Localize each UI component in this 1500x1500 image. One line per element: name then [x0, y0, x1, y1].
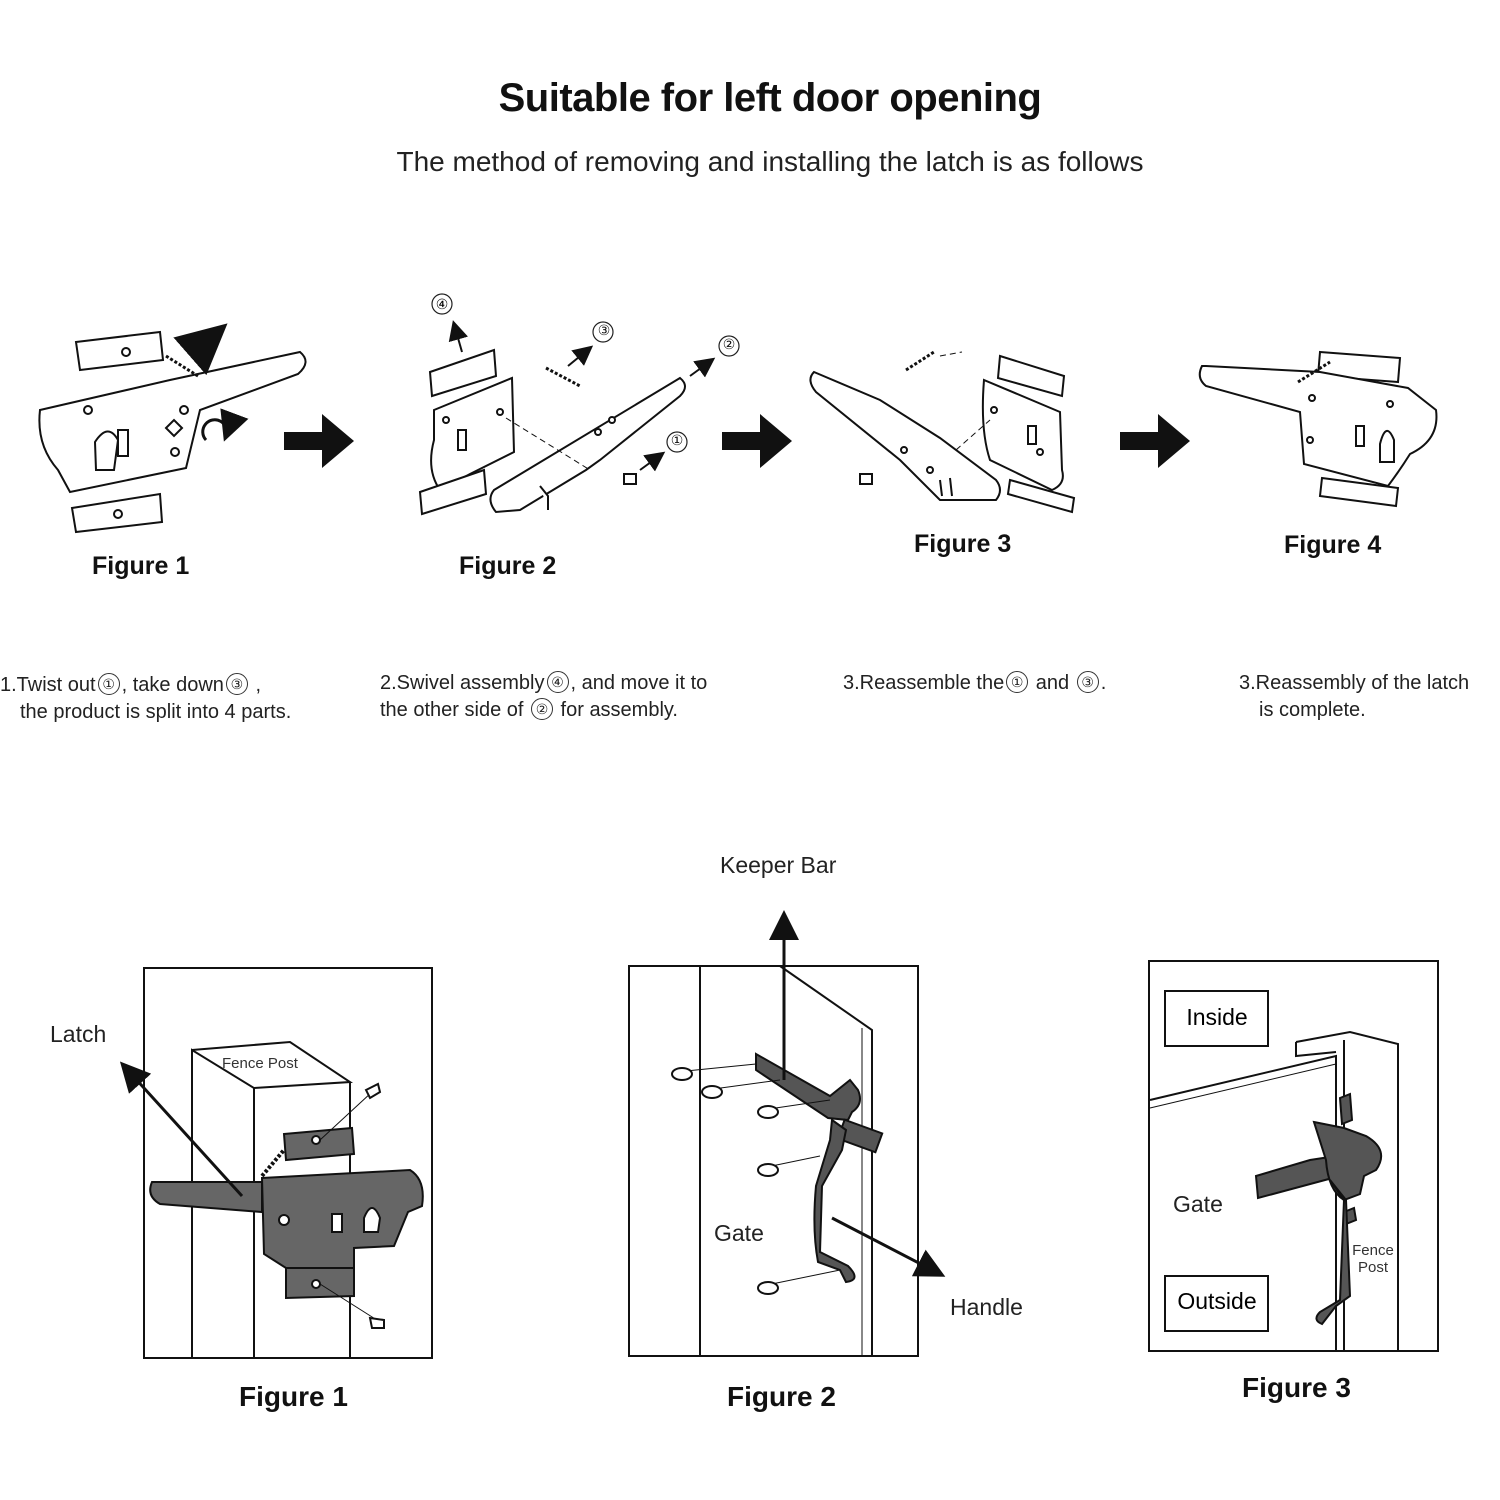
part-number-2-marker — [718, 335, 740, 357]
part-number-3-inline: ③ — [225, 673, 248, 695]
right-arrow-icon — [284, 414, 354, 468]
top-figure-1-label: Figure 1 — [92, 552, 190, 580]
bottom-figure-2-drawing — [628, 910, 946, 1357]
part-number-1-inline: ① — [97, 673, 120, 695]
latch-callout: Latch — [50, 1021, 107, 1047]
part-number-3-marker — [592, 321, 614, 343]
page-title: Suitable for left door opening — [498, 76, 1042, 120]
bottom-figure-1-drawing — [119, 967, 433, 1359]
part-number-3-inline-b: ③ — [1076, 671, 1099, 693]
right-arrow-icon — [722, 414, 792, 468]
top-figure-4-label: Figure 4 — [1284, 531, 1382, 559]
bottom-figure-1-label: Figure 1 — [239, 1381, 348, 1412]
step-4-line-2: is complete. — [1259, 699, 1366, 721]
part-number-2-text: ② — [722, 336, 736, 352]
step-3-part-c: . — [1100, 672, 1107, 694]
bottom-figure-3-drawing — [1148, 960, 1439, 1352]
fence-post-label-line1: Fence — [1352, 1242, 1394, 1259]
step-1-part-c: , — [249, 674, 262, 696]
gate-label-figure-2: Gate — [714, 1220, 764, 1246]
part-number-4-inline: ④ — [546, 671, 569, 693]
step-3-part-b: and — [1030, 672, 1075, 694]
step-2-part-d: for assembly. — [554, 699, 678, 721]
top-figure-3-drawing — [809, 350, 1076, 514]
part-number-2-inline: ② — [530, 698, 553, 720]
part-number-1-text: ① — [670, 432, 684, 448]
gate-label-figure-3: Gate — [1173, 1191, 1223, 1217]
step-4-line-1: 3.Reassembly of the latch — [1239, 672, 1470, 694]
right-arrow-icon — [1120, 414, 1190, 468]
step-1-part-b: , take down — [121, 674, 224, 696]
fence-post-label: Fence Post — [222, 1055, 299, 1072]
step-2-part-a: 2.Swivel assembly — [380, 672, 545, 694]
step-1-part-a: 1.Twist out — [0, 674, 96, 696]
part-number-4-text: ④ — [436, 296, 449, 312]
step-1-line-2: the product is split into 4 parts. — [20, 701, 292, 723]
step-4-text: 3.Reassembly of the latch is complete. — [1239, 670, 1469, 724]
keeper-bar-callout: Keeper Bar — [720, 852, 837, 878]
top-figure-2-drawing — [418, 320, 716, 516]
outside-label: Outside — [1177, 1288, 1256, 1314]
step-2-part-c: the other side of — [380, 699, 529, 721]
handle-callout: Handle — [950, 1294, 1023, 1320]
fence-post-label-line2: Post — [1358, 1259, 1389, 1276]
page-subtitle: The method of removing and installing th… — [396, 146, 1144, 177]
top-figure-2-label: Figure 2 — [459, 552, 557, 580]
bottom-figure-3-label: Figure 3 — [1242, 1372, 1351, 1403]
part-number-3-text: ③ — [597, 322, 611, 338]
inside-label: Inside — [1186, 1004, 1247, 1030]
top-figure-4-drawing — [1198, 350, 1438, 508]
part-number-1-inline-b: ① — [1006, 671, 1029, 693]
part-number-1-marker — [666, 431, 688, 453]
top-figure-1-drawing — [38, 323, 307, 534]
step-2-part-b: , and move it to — [570, 672, 708, 694]
step-3-part-a: 3.Reassemble the — [843, 672, 1005, 694]
part-number-4-marker — [431, 293, 453, 315]
bottom-figure-2-label: Figure 2 — [727, 1381, 836, 1412]
top-figure-3-label: Figure 3 — [914, 530, 1012, 558]
